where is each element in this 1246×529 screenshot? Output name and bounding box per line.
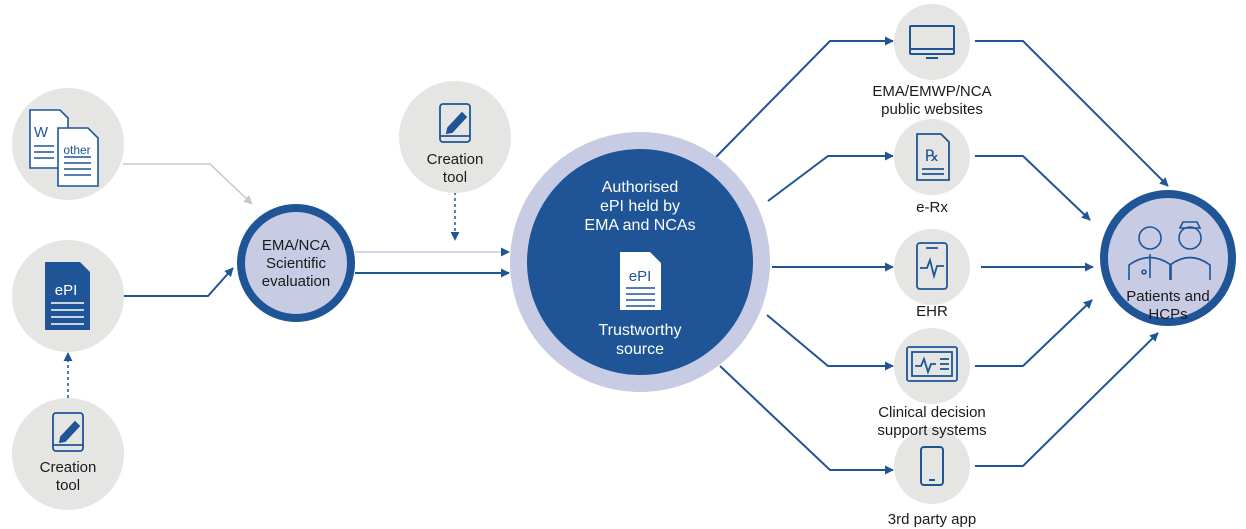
arrow-epi-to-evaluation [123,267,234,297]
evaluation-label: EMA/NCA Scientific evaluation [261,237,331,290]
arrow-docs-to-evaluation [123,163,253,205]
source-node-documents: W other [12,88,124,200]
central-node: ePI [510,132,770,392]
arrow-clinical-to-target [975,299,1093,367]
channel-node-app [894,428,970,504]
arrow-websites-to-target [975,40,1169,187]
epi-document-icon [45,262,90,330]
creation-tool-top-label: Creation tool [426,151,484,186]
arrow-central-to-websites [715,36,894,158]
ehr-tablet-icon [916,242,948,290]
central-doc-text: ePI [629,268,652,285]
channel-node-ehr [894,229,970,305]
arrow-central-to-erx [767,151,894,202]
tablet-pen-icon [52,412,84,452]
connectors [63,36,1169,475]
creation-tool-bottom-label: Creation tool [39,459,97,494]
channel-label-clinical: Clinical decision support systems [877,404,987,439]
word-and-other-documents-icon [29,109,99,187]
channel-node-erx: ℞ [894,119,970,195]
arrow-central-to-clinical [766,314,894,371]
central-epi-document-icon [620,252,661,310]
channel-node-websites [894,4,970,80]
arrow-app-to-target [975,332,1159,467]
other-doc-text: other [63,143,90,157]
svg-text:℞: ℞ [925,148,939,165]
channel-label-app: 3rd party app [887,511,977,528]
doctor-nurse-icon [1128,221,1211,280]
smartphone-icon [920,446,944,486]
prescription-icon: ℞ [916,133,950,181]
arrow-erx-to-target [975,155,1091,221]
target-label: Patients and HCPs [1126,288,1210,323]
channel-label-websites: EMA/EMWP/NCA public websites [872,83,992,118]
clinical-screen-icon [906,346,958,382]
arrow-central-to-app [719,365,894,475]
tablet-pen-icon [439,103,471,143]
target-node [1100,190,1236,326]
channel-label-ehr: EHR [916,303,948,320]
monitor-icon [909,25,955,59]
word-letter: W [34,124,49,141]
source-node-epi: ePI [12,240,124,352]
evaluation-node [237,204,355,322]
central-title: Authorised ePI held by EMA and NCAs [584,179,696,234]
source-node-creation-tool-top [399,81,511,193]
channel-label-erx: e-Rx [916,199,948,216]
central-subtitle: Trustworthy source [598,322,682,358]
source-node-creation-tool-bottom [12,398,124,510]
channel-node-clinical [894,328,970,404]
epi-doc-text: ePI [55,282,78,299]
